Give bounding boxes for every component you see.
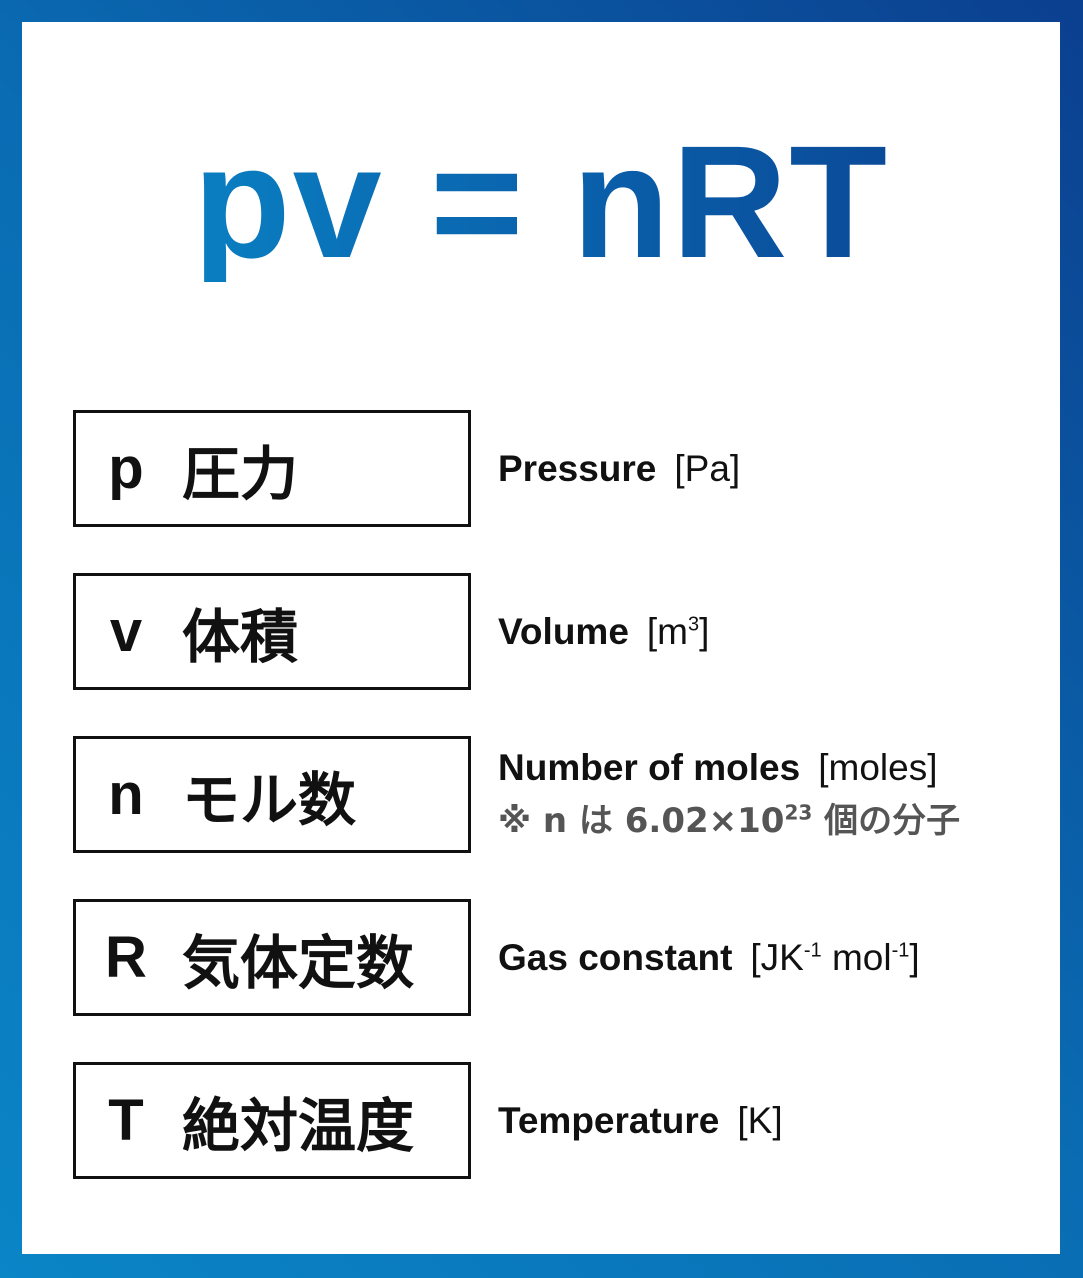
variable-unit: [Pa] (674, 447, 741, 489)
variable-symbol: p (108, 436, 144, 501)
variable-box: p 圧力 (73, 410, 471, 527)
variable-row-pressure: p 圧力 Pressure [Pa] (73, 410, 1033, 527)
variable-japanese: 気体定数 (182, 928, 415, 997)
variable-english: Temperature (498, 1099, 720, 1141)
variable-english: Gas constant (498, 936, 733, 978)
variable-unit: [K] (737, 1099, 783, 1141)
variable-box: T 絶対温度 (73, 1062, 471, 1179)
variable-row-moles: n モル数 Number of moles [moles] ※ n は 6.02×… (73, 736, 1033, 853)
variable-row-temperature: T 絶対温度 Temperature [K] (73, 1062, 1033, 1179)
variable-box: v 体積 (73, 573, 471, 690)
variable-symbol: v (109, 599, 143, 664)
variable-symbol: R (105, 925, 147, 990)
variable-japanese: 圧力 (182, 439, 299, 508)
variable-row-volume: v 体積 Volume [m3] (73, 573, 1033, 690)
variable-english: Volume (498, 610, 629, 652)
variable-english: Pressure (498, 447, 657, 489)
variable-unit: [m3] (646, 610, 710, 652)
equation-title: pv = nRT (22, 122, 1060, 282)
variable-symbol: T (108, 1088, 144, 1153)
variable-symbol: n (108, 762, 144, 827)
variable-unit: [moles] (818, 747, 938, 788)
variable-japanese: 絶対温度 (182, 1091, 415, 1160)
variable-japanese: 体積 (182, 602, 299, 671)
variable-english: Number of moles (498, 747, 801, 788)
variable-box: R 気体定数 (73, 899, 471, 1016)
variable-row-gas-constant: R 気体定数 Gas constant [JK-1 mol-1] (73, 899, 1033, 1016)
panel: pv = nRT p 圧力 Pressure [Pa] v 体積 Volume [m… (22, 22, 1060, 1254)
avogadro-note: ※ n は 6.02×1023 個の分子 (498, 800, 961, 841)
variable-unit: [JK-1 mol-1] (750, 936, 920, 978)
variable-box: n モル数 (73, 736, 471, 853)
variable-japanese: モル数 (182, 765, 357, 834)
